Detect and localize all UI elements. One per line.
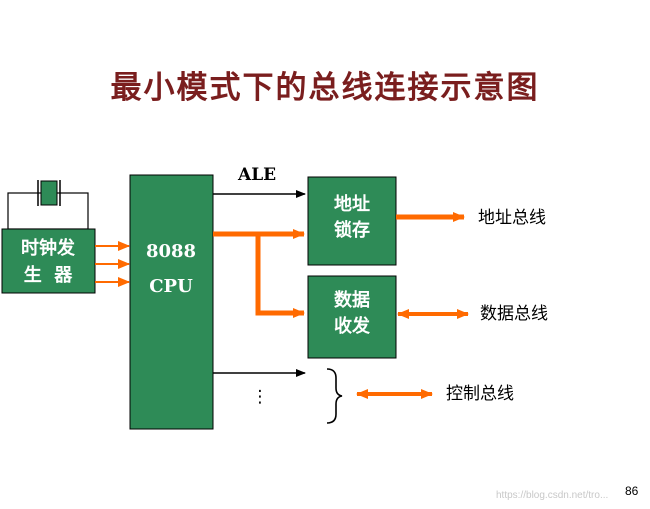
clock-arrows xyxy=(95,241,130,287)
brace-icon xyxy=(326,368,343,424)
page-number: 86 xyxy=(625,484,639,498)
address-latch-label-1: 地址 xyxy=(334,193,370,215)
cpu-label-2: CPU xyxy=(149,276,193,297)
control-bus-label: 控制总线 xyxy=(446,384,514,404)
address-latch-box: 地址 锁存 xyxy=(307,176,397,266)
ellipsis-dots: ⋮ xyxy=(252,387,269,407)
clock-generator-label-1: 时钟发 xyxy=(21,237,76,259)
watermark: https://blog.csdn.net/tro... xyxy=(496,490,609,501)
cpu-label-1: 8088 xyxy=(146,241,196,262)
cpu-bus-arrows xyxy=(213,229,305,318)
data-bus-label: 数据总线 xyxy=(480,304,548,324)
data-transceiver-box: 数据 收发 xyxy=(307,275,397,359)
address-latch-label-2: 锁存 xyxy=(334,219,370,241)
page-title: 最小模式下的总线连接示意图 xyxy=(110,70,540,106)
data-transceiver-label-1: 数据 xyxy=(334,289,370,311)
clock-generator-label-2: 生 器 xyxy=(24,264,74,286)
clock-generator-box: 时钟发 生 器 xyxy=(1,228,96,294)
cpu-box: 8088 CPU xyxy=(129,174,214,430)
ale-label: ALE xyxy=(237,165,276,185)
address-bus-label: 地址总线 xyxy=(478,208,546,228)
data-transceiver-label-2: 收发 xyxy=(334,315,371,337)
crystal-icon xyxy=(7,180,89,230)
